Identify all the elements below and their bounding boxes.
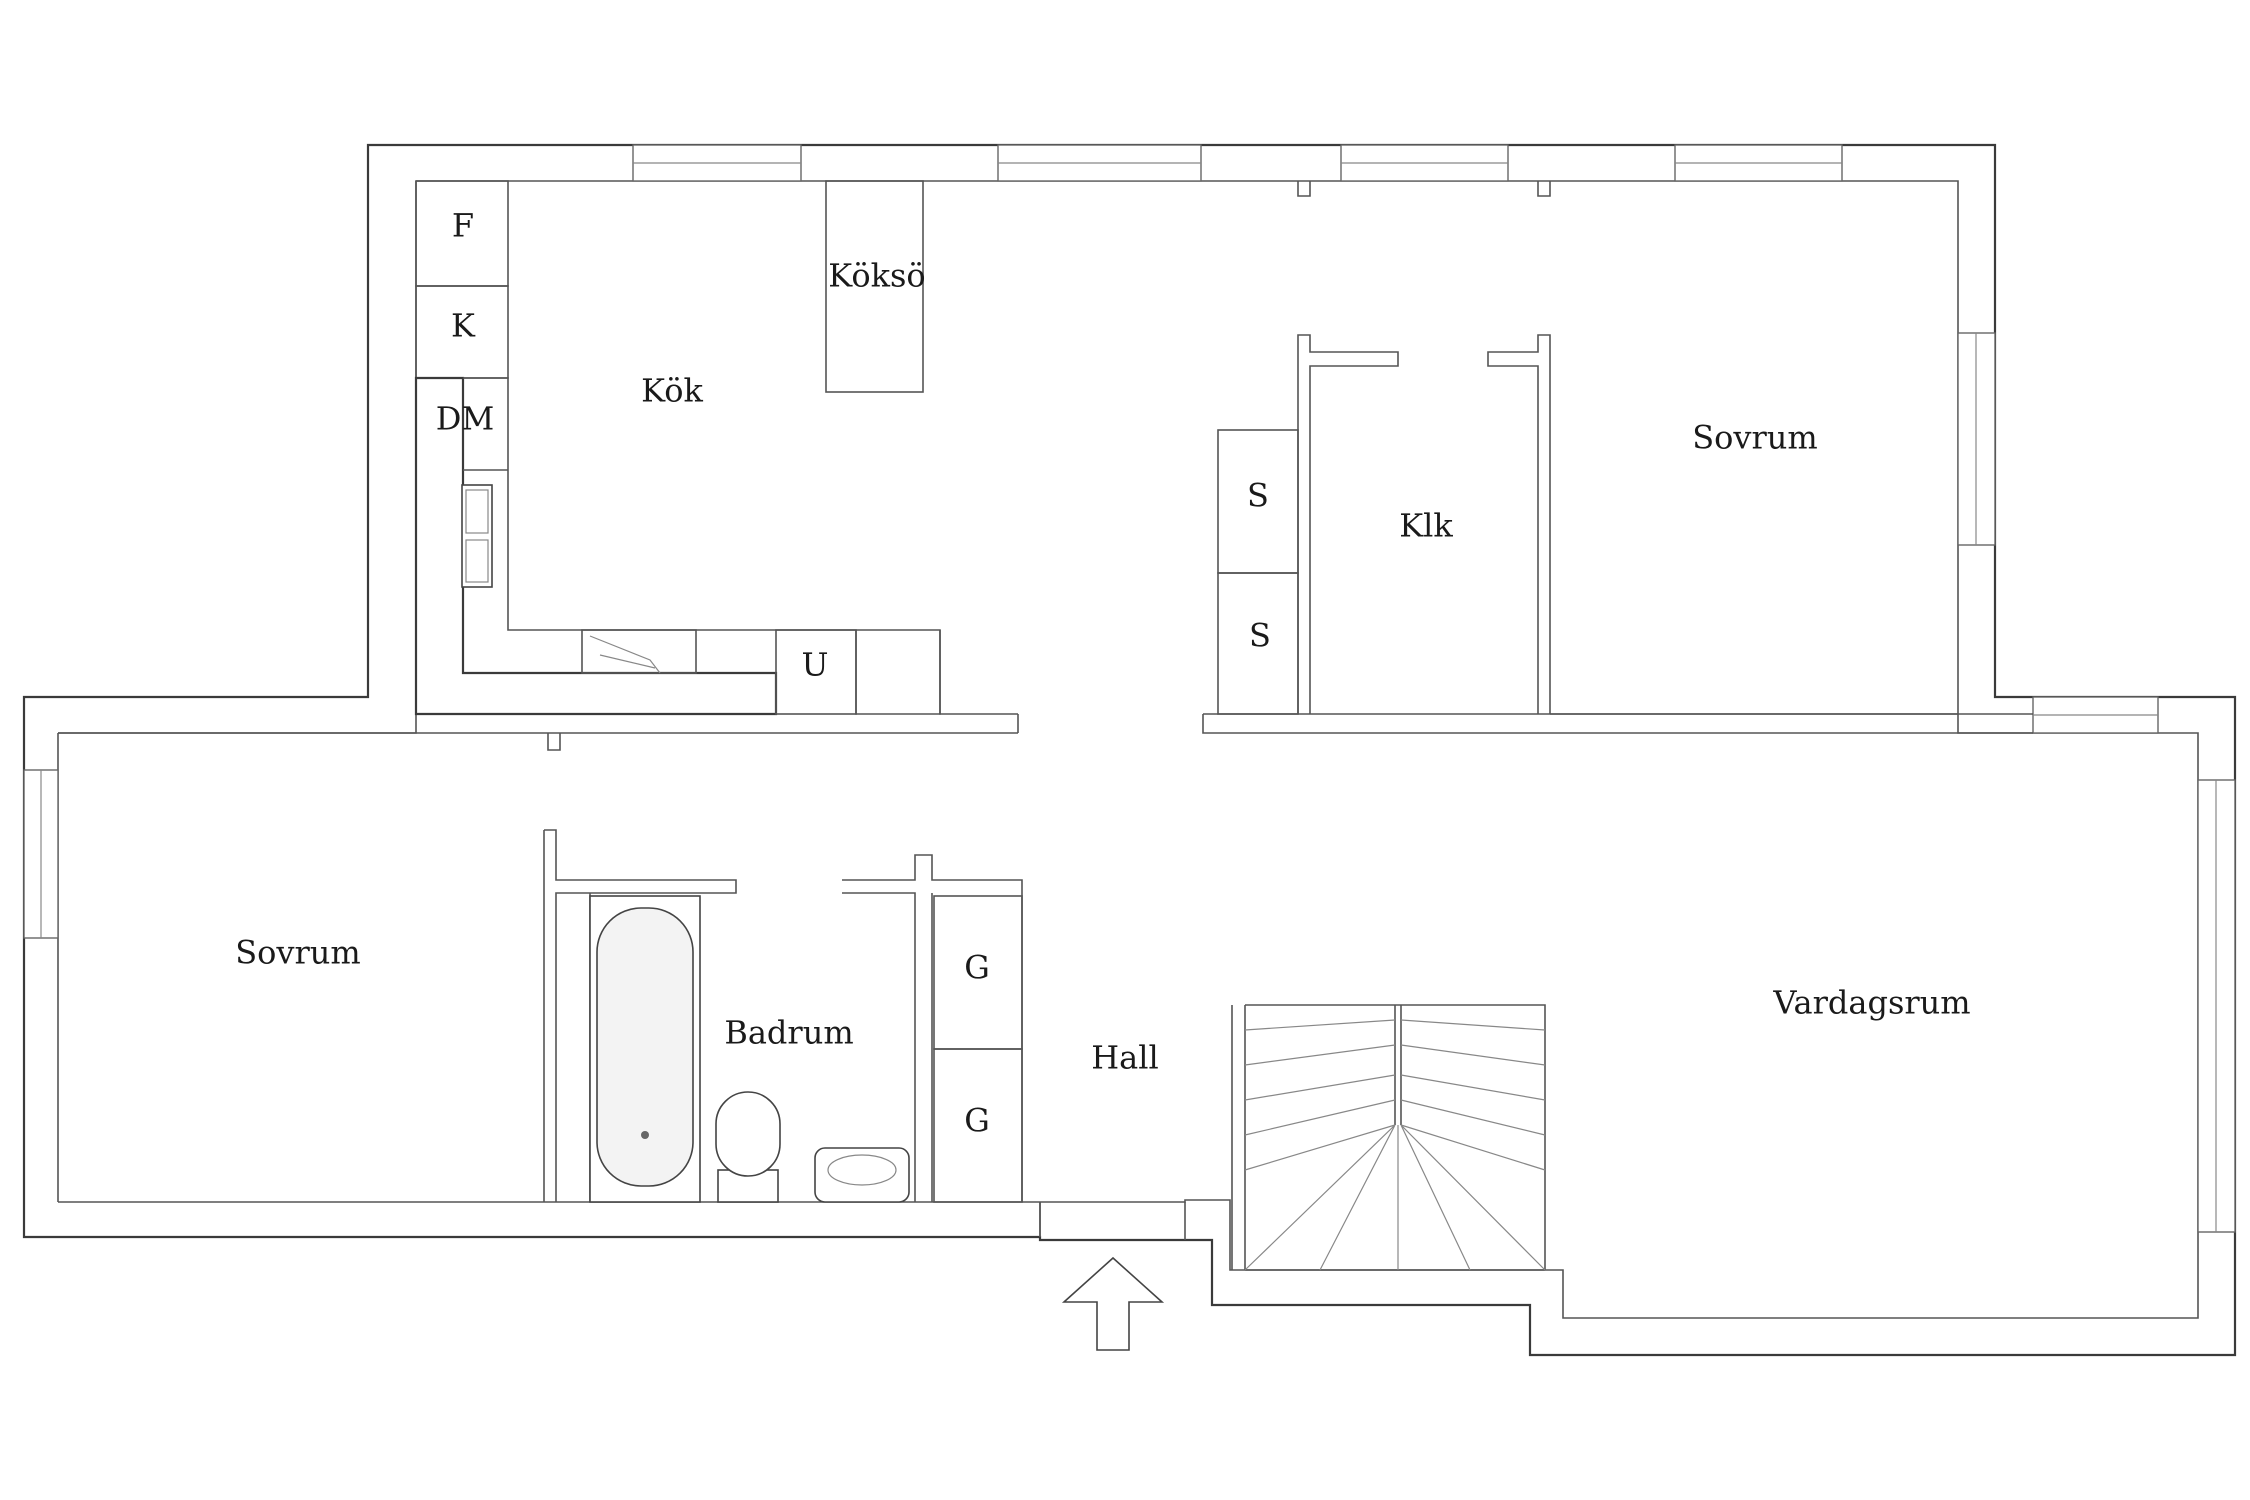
kitchen-wall-right [939, 630, 1018, 715]
toilet-bowl [715, 1091, 781, 1177]
label-wardrobe-2: S [1249, 617, 1271, 655]
label-living-room: Vardagsrum [1772, 984, 1970, 1022]
label-bathroom: Badrum [724, 1014, 853, 1052]
label-oven: U [802, 646, 829, 684]
top-notches [547, 181, 1551, 751]
label-dishwasher: DM [436, 400, 494, 438]
label-closet-g-1: G [964, 949, 990, 987]
kitchen-sink-bowl-2 [465, 539, 489, 583]
label-closet-g-2: G [964, 1102, 990, 1140]
kitchen-counter-inner [463, 377, 941, 715]
kitchen-oven [775, 629, 857, 715]
closet-g-2 [933, 1048, 1023, 1203]
label-closet: Klk [1399, 507, 1453, 545]
kitchen-stove [581, 629, 697, 674]
label-hall: Hall [1091, 1039, 1158, 1077]
entrance-gap [1039, 1202, 1186, 1240]
kitchen-island [825, 180, 924, 393]
label-fridge: F [452, 207, 474, 245]
bathroom-sink [814, 1147, 910, 1203]
label-kitchen: Kök [641, 372, 703, 410]
bathtub-basin [596, 907, 694, 1187]
stove-hood [589, 635, 661, 674]
label-bedroom-left: Sovrum [235, 934, 361, 972]
inner-wall [57, 180, 2199, 1319]
outer-wall [22, 143, 2237, 1357]
label-freezer: K [451, 307, 476, 345]
staircase [1231, 1004, 1546, 1271]
closet-walls [1203, 334, 2033, 715]
bathroom-sink-basin [827, 1154, 897, 1186]
kitchen-sink-bowl-1 [465, 489, 489, 534]
bedroom-left-wall [543, 829, 737, 1202]
label-bedroom-upper: Sovrum [1692, 419, 1818, 457]
bathtub-drain [641, 1131, 649, 1139]
kitchen-bottom-wall [58, 714, 2033, 734]
kitchen-sink [461, 484, 493, 588]
label-wardrobe-1: S [1247, 477, 1269, 515]
label-kitchen-island: Köksö [828, 257, 925, 295]
entrance-arrow [1061, 1256, 1165, 1351]
